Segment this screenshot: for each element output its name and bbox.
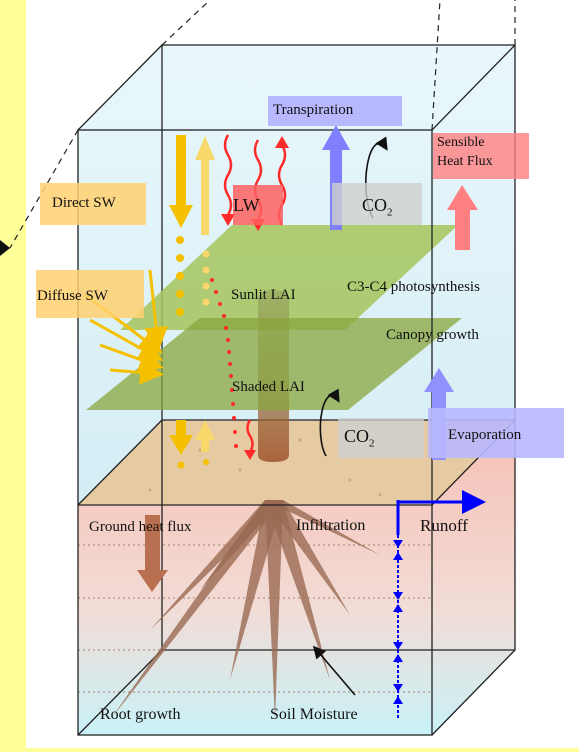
co2-bottom-label: CO2 [344, 427, 375, 450]
sw-dotted-arrow-left [176, 236, 184, 316]
direct-sw-label: Direct SW [52, 195, 116, 211]
runoff-label: Runoff [420, 516, 468, 535]
infiltration-label: Infiltration [296, 517, 366, 534]
soil-moisture-label: Soil Moisture [270, 706, 358, 723]
sw-dotted-arrow-right [202, 250, 210, 306]
diffuse-sw-label-bg [36, 270, 144, 318]
co2-cycle-bottom [319, 388, 340, 457]
canopy-lower-layer [86, 318, 462, 410]
soil-moisture-pointer [312, 645, 356, 696]
direct-sw-label-bg [40, 183, 146, 225]
roots [110, 500, 380, 720]
co2-top-sub: 2 [387, 206, 393, 219]
sensible-label-bg [433, 133, 529, 179]
reflected-sw-arrow [195, 136, 215, 235]
sunlit-lai-label: Sunlit LAI [231, 287, 296, 303]
ground-heat-flux-label: Ground heat flux [89, 519, 192, 535]
co2-top-label: CO2 [362, 196, 393, 219]
sw-ground-reflected [195, 420, 215, 452]
diffuse-sw-label: Diffuse SW [37, 288, 108, 304]
photosynthesis-label: C3-C4 photosynthesis [347, 279, 480, 295]
co2-bottom-label-bg [338, 418, 424, 458]
lw-label: LW [233, 195, 260, 215]
canopy-growth-label: Canopy growth [386, 327, 479, 343]
infiltration-arrowheads [393, 540, 403, 704]
transpiration-arrow [322, 125, 350, 230]
longwave-dotted [210, 278, 238, 448]
sw-ground-arrow [169, 420, 193, 455]
sensible-label-line1: Sensible [437, 135, 485, 150]
sw-ground-dots [177, 459, 209, 469]
sensible-heat-arrow [447, 185, 478, 250]
direct-sw-arrow [169, 135, 193, 228]
ground-heat-flux-arrow [137, 515, 168, 592]
co2-top-label-bg [332, 183, 422, 225]
shaded-lai-label: Shaded LAI [232, 379, 305, 395]
lw-label-bg [233, 185, 283, 225]
evaporation-label: Evaporation [448, 427, 522, 443]
root-growth-label: Root growth [100, 706, 181, 723]
evaporation-label-bg [428, 408, 564, 458]
sensible-label-line2: Heat Flux [437, 154, 493, 169]
co2-top-text: CO [362, 195, 388, 215]
transpiration-label-bg [268, 96, 402, 126]
transpiration-label: Transpiration [273, 102, 354, 118]
co2-bottom-sub: 2 [369, 437, 375, 450]
co2-bottom-text: CO [344, 426, 370, 446]
